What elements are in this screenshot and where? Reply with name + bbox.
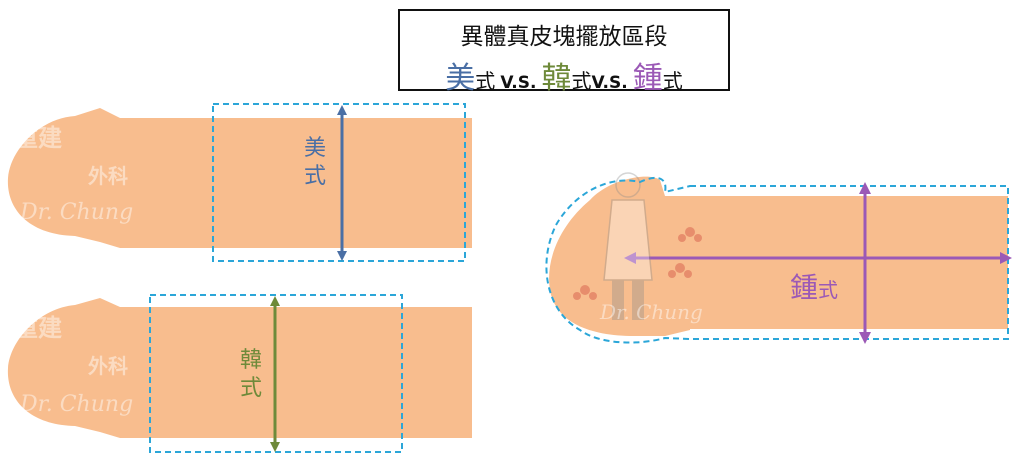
watermark-zhong-script: Dr. Chung: [600, 300, 703, 324]
graft-region-us: [212, 103, 466, 262]
watermark-us-line1: 重建: [14, 123, 62, 152]
label-zhong: 鍾式: [790, 266, 838, 306]
title-us-char: 美: [445, 61, 476, 96]
title-kr-shi: 式: [571, 69, 592, 93]
glans-kr: [7, 298, 151, 438]
flower-decorations: [573, 227, 702, 300]
watermark-kr-line1: 重建: [14, 313, 62, 342]
label-zhong-char: 鍾: [790, 271, 819, 304]
title-zh-char: 鍾: [632, 61, 663, 96]
label-us-char: 美: [303, 136, 326, 161]
shaft-us: [150, 118, 472, 248]
watermark-us-script: Dr. Chung: [20, 200, 134, 225]
penis-shape-us: [7, 108, 472, 248]
title-box: 異體真皮塊擺放區段 美式 V.S. 韓式V.S. 鍾式: [398, 9, 730, 96]
label-us-shi: 式: [303, 164, 326, 189]
title-kr-char: 韓: [541, 61, 572, 96]
label-kr-char: 韓: [239, 348, 262, 373]
title-vs-1: V.S.: [500, 73, 537, 93]
label-zhong-shi: 式: [818, 278, 839, 302]
watermark-kr-script: Dr. Chung: [20, 392, 134, 417]
doctor-illustration: [603, 172, 653, 320]
glans-zhong: [549, 176, 690, 336]
label-kr-shi: 式: [239, 376, 262, 401]
penis-shape-kr: [7, 298, 472, 438]
watermark-kr-line2: 外科: [88, 354, 128, 378]
shaft-zhong: [688, 196, 1008, 329]
title-main: 異體真皮塊擺放區段: [460, 24, 668, 50]
label-us: 美 式: [300, 135, 330, 191]
label-kr: 韓 式: [236, 347, 266, 403]
shaft-kr: [150, 307, 472, 438]
graft-region-kr: [149, 294, 403, 453]
title-subtitle: 美式 V.S. 韓式V.S. 鍾式: [400, 53, 728, 97]
glans-us: [7, 108, 151, 248]
title-vs-2: V.S.: [591, 73, 628, 93]
title-zh-shi: 式: [662, 69, 683, 93]
watermark-us-line2: 外科: [88, 164, 128, 188]
title-us-shi: 式: [475, 69, 496, 93]
